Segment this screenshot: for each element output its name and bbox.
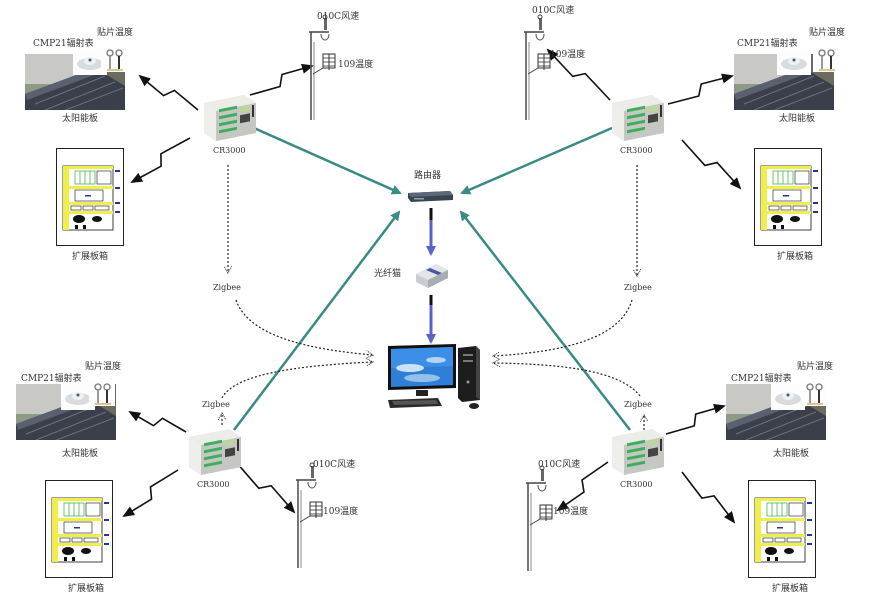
patch-temp-label: 贴片温度	[797, 362, 834, 372]
link-tl-router	[253, 126, 402, 195]
solar-panel-label: 太阳能板	[62, 449, 99, 459]
link-bl-router	[233, 210, 401, 431]
fiber-modem-icon	[416, 264, 448, 288]
computer-icon	[388, 344, 480, 409]
wireless-link-1	[249, 63, 314, 96]
zigbee-label: Zigbee	[624, 400, 652, 409]
expansion-cabinet	[754, 148, 822, 246]
wind-speed-label: 010C风速	[532, 6, 575, 16]
patch-temp-label: 贴片温度	[97, 28, 134, 38]
cr3000-logger-icon	[185, 427, 245, 479]
wireless-link-2	[130, 137, 191, 183]
zigbee-tl-curve	[235, 299, 372, 355]
radiometer-image	[771, 384, 805, 414]
link-tr-router	[460, 126, 613, 195]
cr3000-logger-icon	[200, 93, 260, 145]
wireless-link-0	[138, 74, 199, 111]
patch-sensor-image	[801, 382, 827, 410]
zigbee-bl-curve	[221, 362, 372, 399]
temperature-sensor-label: 109温度	[338, 60, 374, 70]
solar-panel-label: 太阳能板	[773, 449, 810, 459]
patch-sensor-image	[101, 48, 127, 76]
temperature-sensor-label: 109温度	[553, 507, 589, 517]
cr3000-logger-icon	[608, 427, 668, 479]
router-icon	[408, 191, 453, 202]
wireless-link-4	[546, 48, 611, 101]
temperature-sensor-label: 109温度	[323, 507, 359, 517]
cr3000-label: CR3000	[620, 480, 653, 489]
cr3000-label: CR3000	[197, 480, 230, 489]
cr3000-label: CR3000	[213, 146, 246, 155]
wireless-link-7	[122, 469, 179, 518]
zigbee-label: Zigbee	[213, 283, 241, 292]
cr3000-label: CR3000	[620, 146, 653, 155]
expansion-cabinet-label: 扩展板箱	[72, 252, 109, 262]
wind-speed-label: 010C风速	[317, 12, 360, 22]
solar-panel-label: 太阳能板	[62, 114, 99, 124]
radiometer-label: CMP21辐射表	[33, 39, 94, 49]
wireless-link-8	[235, 461, 296, 514]
zigbee-label: Zigbee	[202, 400, 230, 409]
wind-speed-label: 010C风速	[538, 460, 581, 470]
weather-pole-icon	[303, 12, 343, 124]
patch-temp-label: 贴片温度	[809, 28, 846, 38]
wireless-link-9	[665, 403, 726, 435]
radiometer-label: CMP21辐射表	[737, 39, 798, 49]
patch-sensor-image	[813, 48, 839, 76]
expansion-cabinet	[45, 480, 113, 578]
radiometer-label: CMP21辐射表	[731, 374, 792, 384]
wireless-link-10	[681, 471, 736, 524]
solar-panel-label: 太阳能板	[779, 114, 816, 124]
router-label: 路由器	[414, 171, 442, 181]
wireless-link-6	[128, 410, 187, 433]
patch-sensor-image	[89, 382, 115, 410]
patch-temp-label: 贴片温度	[85, 362, 122, 372]
weather-pole-icon	[520, 463, 560, 575]
weather-pole-icon	[518, 12, 558, 124]
radiometer-image	[777, 49, 811, 79]
zigbee-label: Zigbee	[624, 283, 652, 292]
cr3000-logger-icon	[608, 93, 668, 145]
zigbee-tr-curve	[494, 299, 633, 356]
zigbee-br-curve	[494, 363, 641, 397]
expansion-cabinet	[748, 480, 816, 578]
radiometer-label: CMP21辐射表	[21, 374, 82, 384]
temperature-sensor-label: 109温度	[550, 50, 586, 60]
expansion-cabinet	[56, 148, 124, 246]
wireless-link-5	[681, 139, 742, 190]
modem-label: 光纤猫	[374, 269, 402, 279]
weather-pole-icon	[290, 460, 330, 572]
wireless-links	[122, 48, 742, 524]
expansion-cabinet-label: 扩展板箱	[68, 584, 105, 594]
wind-speed-label: 010C风速	[313, 460, 356, 470]
expansion-cabinet-label: 扩展板箱	[777, 252, 814, 262]
wireless-link-3	[667, 73, 734, 105]
wireless-link-11	[556, 461, 609, 512]
link-br-router	[459, 210, 631, 431]
expansion-cabinet-label: 扩展板箱	[772, 584, 809, 594]
